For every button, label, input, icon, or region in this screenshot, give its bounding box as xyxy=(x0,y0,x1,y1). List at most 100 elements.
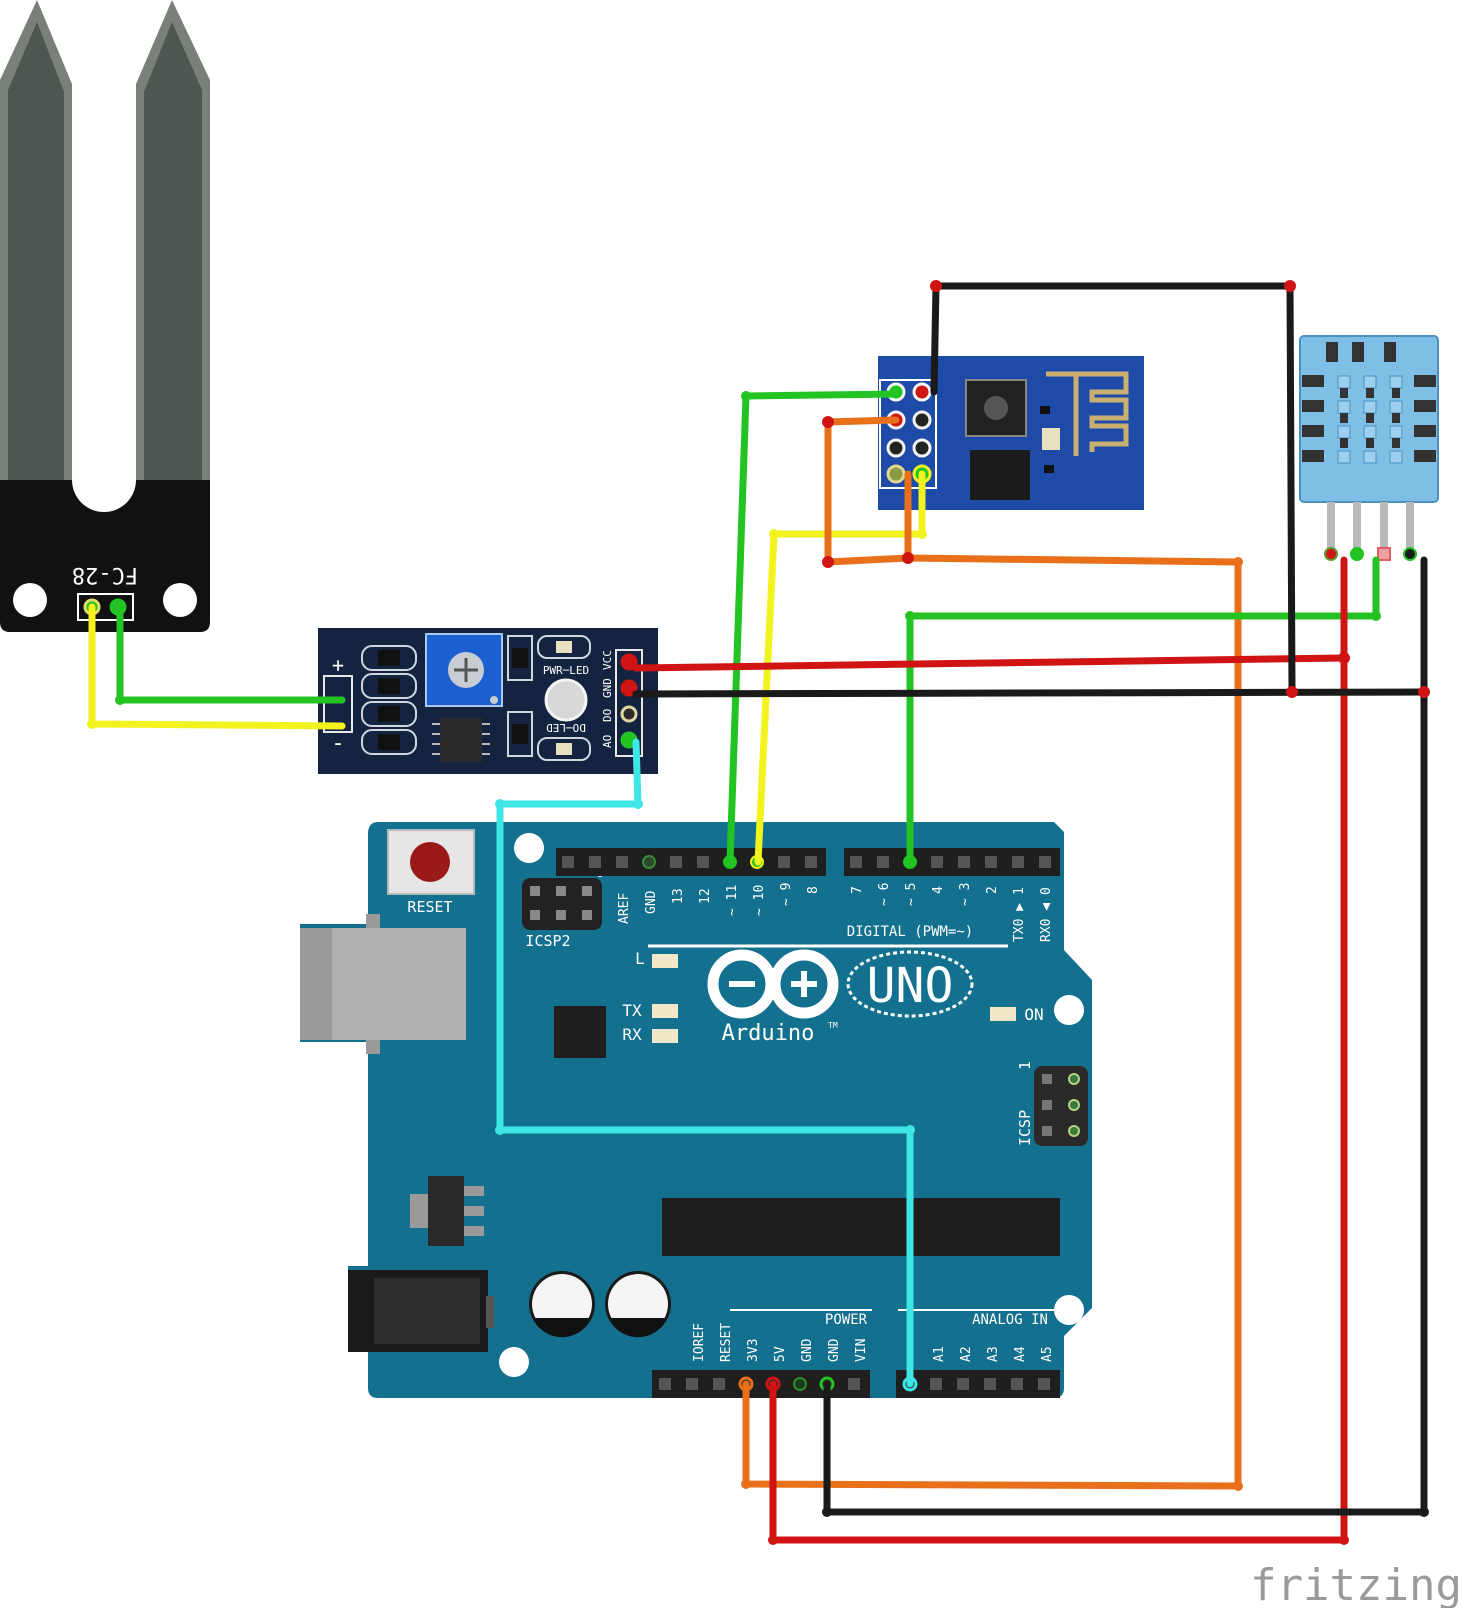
icsp-label: ICSP xyxy=(1016,1110,1034,1146)
wire-black-gnd[interactable] xyxy=(632,688,1428,698)
capacitor xyxy=(529,1271,595,1338)
digital-header-right xyxy=(844,848,1060,876)
wire-green-esp-d11[interactable] xyxy=(726,390,900,866)
icsp2-header xyxy=(522,871,603,930)
plus-label: + xyxy=(332,653,344,677)
led-tx xyxy=(652,1004,678,1018)
wire-red-dht[interactable] xyxy=(769,556,1348,1544)
icsp2-label: ICSP2 xyxy=(525,932,570,950)
esp01-module xyxy=(878,356,1144,510)
flash-chip xyxy=(970,450,1030,500)
digital-label: DIGITAL (PWM=~) xyxy=(847,924,973,940)
pin-label-vcc: VCC xyxy=(601,650,614,670)
icsp-pin1-label: 1 xyxy=(1016,1061,1034,1070)
pin-label: A3 xyxy=(986,1346,1001,1362)
probe-label: FC-28 xyxy=(72,562,138,587)
led-rx xyxy=(652,1029,678,1043)
dht-pin-nc[interactable] xyxy=(1377,547,1391,561)
sensor-module: + - xyxy=(318,628,658,774)
arduino-brand: Arduino xyxy=(722,1021,815,1046)
wire-red-vcc[interactable] xyxy=(632,654,1348,672)
esp-pin[interactable] xyxy=(912,438,932,458)
pin-label-gnd: GND xyxy=(601,678,614,698)
analog-header xyxy=(896,1370,1060,1398)
pin-label: 4 xyxy=(931,886,946,894)
esp-pin[interactable] xyxy=(912,382,932,402)
esp-pin[interactable] xyxy=(912,410,932,430)
mounting-hole xyxy=(163,583,197,617)
fritzing-watermark: fritzing xyxy=(1250,1560,1462,1608)
uno-logo-text: UNO xyxy=(867,958,954,1014)
analog-label: ANALOG IN xyxy=(972,1312,1048,1328)
dht-pin-data[interactable] xyxy=(1350,547,1364,561)
module-pin-gnd[interactable] xyxy=(620,679,638,697)
pin-label: 8 xyxy=(806,886,821,894)
led-on xyxy=(990,1007,1016,1021)
arduino-logo: UNO Arduino TM xyxy=(707,949,974,1046)
atmega-chip xyxy=(662,1198,1060,1256)
mounting-hole xyxy=(499,1347,529,1377)
pin-label-do: DO xyxy=(601,709,614,722)
minus-label: - xyxy=(331,731,344,756)
pin-gnd[interactable] xyxy=(793,1377,807,1391)
pin-label: 12 xyxy=(698,888,713,904)
pin-label: GND xyxy=(827,1338,842,1362)
pin-label: RESET xyxy=(719,1323,734,1362)
power-header xyxy=(652,1370,870,1398)
mounting-hole xyxy=(13,583,47,617)
power-label: POWER xyxy=(825,1312,868,1328)
wire-cyan-ao-a0[interactable] xyxy=(496,738,914,1388)
module-pin-vcc[interactable] xyxy=(620,653,638,671)
dht11-sensor xyxy=(1299,335,1439,561)
pin-label: A1 xyxy=(932,1346,947,1362)
pin-label: 2 xyxy=(985,886,1000,894)
pin-label: ~ 9 xyxy=(779,883,794,906)
trademark: TM xyxy=(828,1021,838,1030)
pin-label: VIN xyxy=(854,1339,869,1362)
led-l xyxy=(652,954,678,968)
arduino-uno: RESET ICSP2 xyxy=(300,822,1092,1398)
pin-label: ~ 10 xyxy=(752,885,767,916)
led-label-tx: TX xyxy=(622,1001,642,1020)
pin-label: GND xyxy=(800,1338,815,1362)
wires xyxy=(87,280,1430,1545)
pin-label: AREF xyxy=(617,893,632,924)
pin-label: A4 xyxy=(1013,1346,1028,1362)
pcb-antenna xyxy=(1046,371,1129,452)
wire-orange-esp-3v3[interactable] xyxy=(742,470,1242,1490)
reset-label: RESET xyxy=(407,898,452,916)
pin-label: IOREF xyxy=(692,1323,707,1362)
pwr-led-label: PWR─LED xyxy=(543,664,589,677)
led-label-rx: RX xyxy=(622,1025,642,1044)
pin-label: A5 xyxy=(1040,1346,1055,1362)
led-label-l: L xyxy=(635,949,645,968)
pin-label: RX0 ◀ 0 xyxy=(1039,887,1054,942)
pin-label: ~ 5 xyxy=(904,883,919,906)
voltage-regulator xyxy=(428,1176,464,1246)
esp-pin[interactable] xyxy=(886,438,906,458)
pin-label: ~ 6 xyxy=(877,883,892,906)
moisture-probe: FC-28 xyxy=(0,0,210,632)
pin-label: ~ 3 xyxy=(958,883,973,906)
pin-label: 13 xyxy=(671,888,686,904)
pin-label: ~ 11 xyxy=(725,885,740,916)
wire-black-esp[interactable] xyxy=(930,282,1296,696)
icsp-header xyxy=(1034,1066,1088,1146)
pin-label: 7 xyxy=(850,886,865,894)
sensor-led xyxy=(544,678,588,722)
wire-green-d5-dht[interactable] xyxy=(906,556,1380,866)
mounting-hole xyxy=(514,833,544,863)
esp-pin[interactable] xyxy=(886,464,906,484)
dht-pin-gnd[interactable] xyxy=(1403,547,1417,561)
pin-label: A2 xyxy=(959,1346,974,1362)
pin-label: 3V3 xyxy=(746,1339,761,1362)
module-pin-do[interactable] xyxy=(620,705,638,723)
wire-black-dht[interactable] xyxy=(823,556,1428,1516)
pin-label: TX0 ▶ 1 xyxy=(1012,887,1027,942)
dht-grille xyxy=(1302,375,1436,464)
usb-chip xyxy=(554,1006,606,1058)
wire-orange-esp-ch[interactable] xyxy=(824,416,912,566)
wire-yellow-esp-d10[interactable] xyxy=(754,470,926,866)
dht-pin-vcc[interactable] xyxy=(1324,547,1338,561)
